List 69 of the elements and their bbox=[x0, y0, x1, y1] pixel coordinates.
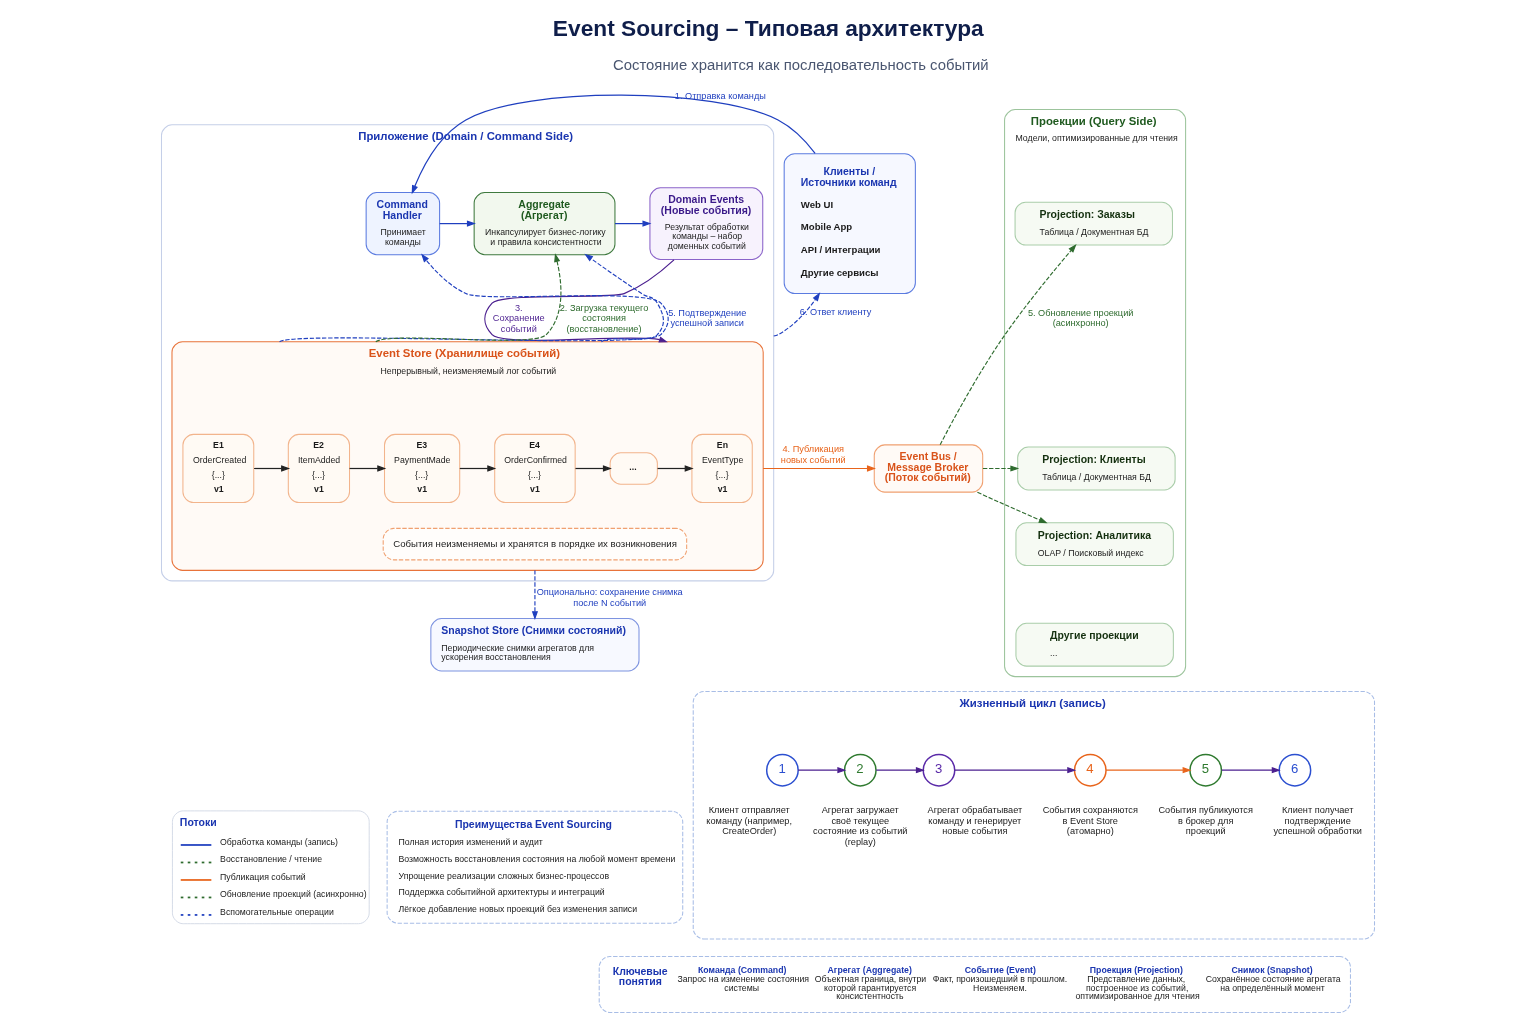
edge-label: 2. Загрузка текущего состояния (восстановление) bbox=[559, 302, 649, 334]
edge-label: 6. Ответ клиенту bbox=[799, 306, 872, 317]
node-box: Projection: Клиенты Таблица / Документная БД bbox=[1017, 446, 1176, 491]
edge-label: 5. Подтверждение успешной записи bbox=[668, 307, 747, 329]
arrow bbox=[484, 259, 675, 343]
node-box: Другие проекции ... bbox=[1015, 622, 1174, 667]
arrow bbox=[411, 94, 816, 195]
arrow bbox=[656, 465, 694, 472]
node-label: Клиент получает подтверждение успешной обработки bbox=[1273, 805, 1362, 837]
legend-label: Публикация событий bbox=[220, 871, 306, 882]
node-box: E1 OrderCreated {...} v1 bbox=[182, 433, 255, 504]
node-box: Клиенты / Источники команд Web UI Mobile App API / Интеграции Другие сервисы bbox=[783, 153, 916, 295]
node-box: Command Handler Принимает команды bbox=[365, 192, 441, 256]
node-box: Domain Events (Новые события) Результат обработки команды – набор доменных событий bbox=[649, 187, 764, 260]
node-box: En EventType {...} v1 bbox=[691, 433, 753, 504]
node-box: Преимущества Event Sourcing Полная история изменений и аудит Возможность восстановления состояния на любой момент времени Упрощение реализации сложных бизнес-процессов Поддержка событийной архитектуры и интеграций Лёгкое добавление новых проекций без изменения записи bbox=[386, 810, 684, 924]
node-label: Агрегат обрабатывает команду и генерирует новые события bbox=[927, 805, 1023, 837]
edge-label: 3. Сохранение событий bbox=[492, 302, 545, 334]
node-box: Projection: Заказы Таблица / Документная БД bbox=[1014, 201, 1173, 246]
node-box: События неизменяемы и хранятся в порядке их возникновения bbox=[382, 527, 688, 561]
arrow bbox=[439, 220, 476, 227]
node-circle: 2 bbox=[843, 753, 877, 787]
node-box: E3 PaymentMade {...} v1 bbox=[384, 433, 461, 504]
arrow bbox=[1105, 767, 1192, 774]
node-box: E4 OrderConfirmed {...} v1 bbox=[494, 433, 576, 504]
label: Потоки bbox=[179, 816, 217, 828]
node-box: Projection: Аналитика OLAP / Поисковый индекс bbox=[1015, 522, 1174, 567]
node-box: E2 ItemAdded {...} v1 bbox=[287, 433, 351, 504]
diagram-title: Event Sourcing – Типовая архитектура bbox=[552, 15, 984, 42]
arrow bbox=[584, 253, 664, 343]
node-label: События сохраняются в Event Store (атомарно) bbox=[1042, 805, 1138, 837]
arrow bbox=[976, 491, 1048, 524]
node-box: Ключевые понятия Команда (Command) Запрос на изменение состояния системы Агрегат (Aggregate) Объектная граница, внутри которой гарантируется консистентность Событие (Event) Факт, произошедший в прошлом. Неизменяем. Проекция (Projection) Представление данных, построенное из событий, оптимизированное для чтения Снимок (Snapshot) Сохранённое состояние агрегата на определённый момент bbox=[598, 955, 1351, 1013]
arrow bbox=[1221, 767, 1281, 774]
node-box: Event Bus / Message Broker (Поток событий) bbox=[873, 444, 984, 493]
edge-label: Опционально: сохранение снимка после N событий bbox=[536, 587, 683, 608]
arrow bbox=[279, 253, 669, 343]
node-box: Aggregate (Агрегат) Инкапсулирует бизнес-логику и правила консистентности bbox=[473, 192, 616, 256]
legend-label: Обновление проекций (асинхронно) bbox=[220, 889, 367, 900]
arrow bbox=[253, 465, 291, 472]
edge-label: 5. Обновление проекций (асинхронно) bbox=[1027, 307, 1134, 329]
label: Состояние хранится как последовательность событий bbox=[613, 57, 989, 74]
arrow bbox=[459, 465, 497, 472]
edge-label: 4. Публикация новых событий bbox=[780, 444, 846, 465]
node-label: Клиент отправляет команду (например, CreateOrder) bbox=[706, 805, 793, 837]
node-circle: 3 bbox=[922, 753, 956, 787]
arrow bbox=[939, 244, 1077, 446]
node-circle: 5 bbox=[1189, 753, 1223, 787]
legend-label: Восстановление / чтение bbox=[220, 854, 323, 865]
arrow bbox=[875, 767, 925, 774]
arrow bbox=[614, 220, 652, 227]
arrow bbox=[531, 569, 539, 620]
node-label: События публикуются в брокер для проекций bbox=[1158, 805, 1253, 837]
node-circle: 6 bbox=[1278, 753, 1312, 787]
arrow bbox=[348, 465, 387, 472]
arrow bbox=[762, 465, 876, 472]
arrow bbox=[797, 767, 847, 774]
node-box: ... bbox=[609, 452, 658, 485]
node-label: Агрегат загружает своё текущее состояние из событий (replay) bbox=[813, 805, 908, 847]
arrow bbox=[982, 465, 1020, 472]
arrow bbox=[954, 767, 1077, 774]
legend-label: Обработка команды (запись) bbox=[220, 836, 339, 847]
arrow bbox=[574, 465, 612, 472]
arrow bbox=[773, 292, 821, 337]
node-circle: 4 bbox=[1073, 753, 1107, 787]
node-circle: 1 bbox=[765, 753, 799, 787]
node-box: Snapshot Store (Снимки состояний) Периодические снимки агрегатов для ускорения восстановления bbox=[430, 617, 640, 672]
legend-label: Вспомогательные операции bbox=[220, 906, 334, 917]
arrow bbox=[375, 253, 562, 343]
